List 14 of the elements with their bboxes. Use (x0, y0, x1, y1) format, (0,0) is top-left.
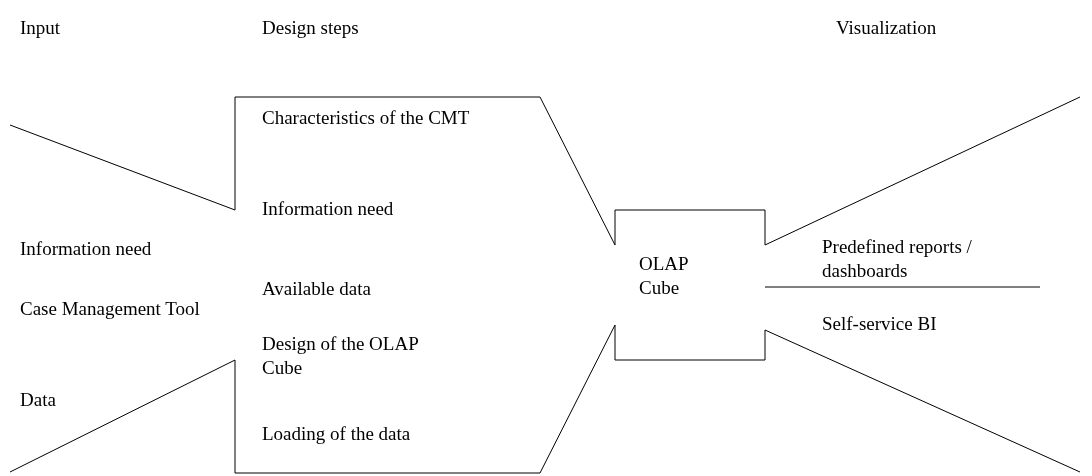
input-text: Information need (20, 237, 153, 261)
cube-label: OLAP Cube (639, 252, 689, 300)
output-text: Self-service BI (822, 312, 938, 336)
design-step-text: Loading of the data (262, 422, 412, 446)
design-step-text: Design of the OLAP Cube (262, 332, 420, 380)
design-step-text: Available data (262, 277, 372, 301)
column-heading: Design steps (262, 16, 360, 40)
input-text: Data (20, 388, 57, 412)
column-heading: Input (20, 16, 62, 40)
output-text: Predefined reports / dashboards (822, 235, 973, 283)
column-heading: Visualization (836, 16, 938, 40)
input-text: Case Management Tool (20, 297, 201, 321)
design-step-text: Characteristics of the CMT (262, 106, 471, 130)
design-step-text: Information need (262, 197, 395, 221)
